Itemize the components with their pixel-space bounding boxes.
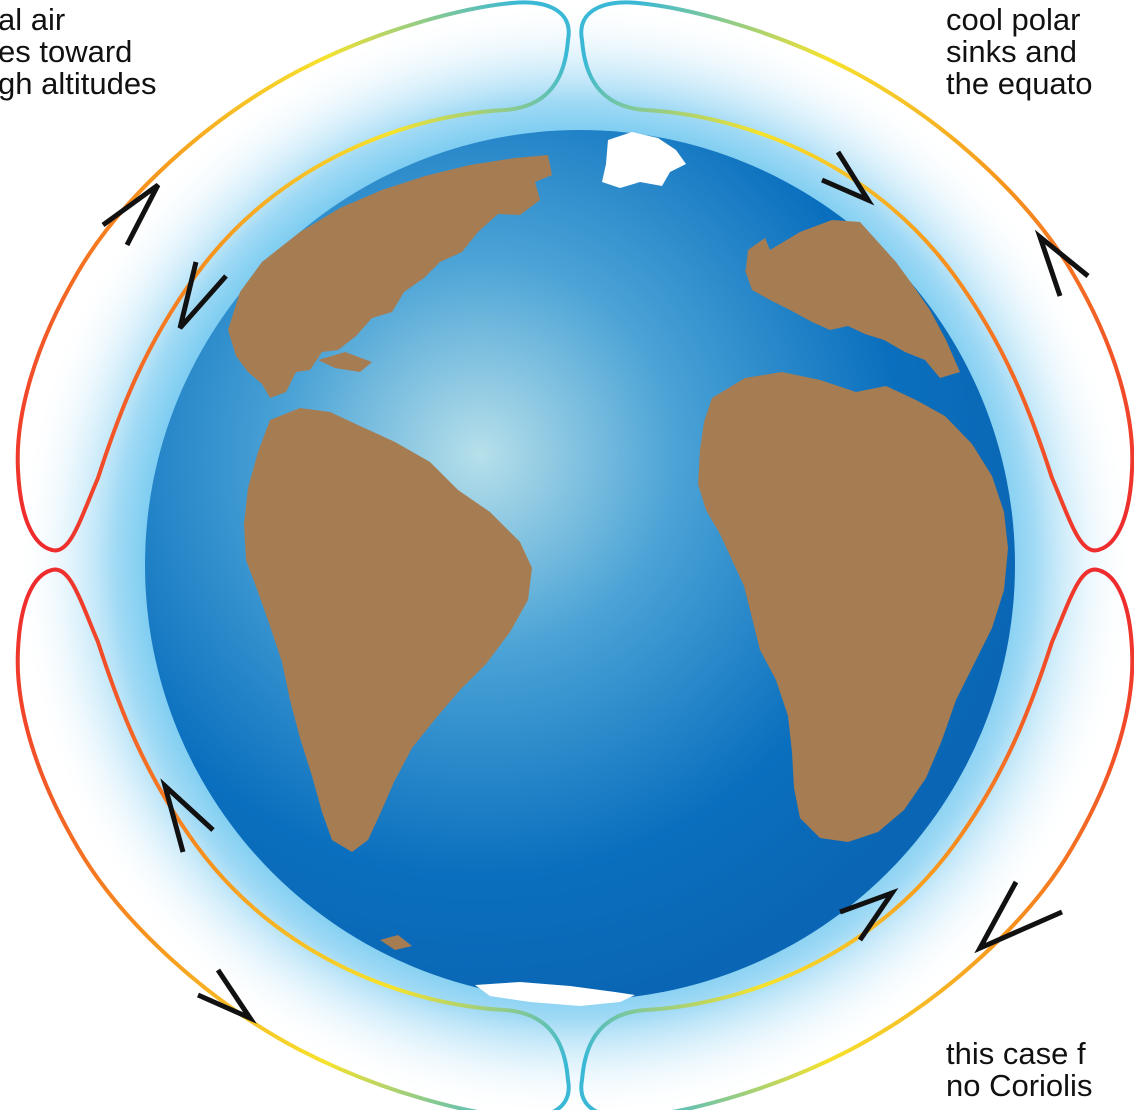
ice-greenland xyxy=(602,132,686,188)
flow-arrowhead-3 xyxy=(821,150,875,206)
land-arctic-islands xyxy=(470,185,525,210)
land-britain xyxy=(746,238,775,276)
flow-arrowhead-6 xyxy=(196,968,257,1024)
caption-line: this case f xyxy=(946,1036,1086,1071)
circulation-loops xyxy=(15,0,1134,1110)
land-falklands xyxy=(380,935,412,950)
caption-line: al air xyxy=(0,2,66,37)
flow-arrows xyxy=(101,150,1090,1024)
caption-top-left: al air es toward gh altitudes xyxy=(0,4,157,100)
ice-antarctica xyxy=(475,982,635,1006)
caption-line: no Coriolis xyxy=(946,1068,1093,1103)
caption-top-right: cool polar sinks and the equato xyxy=(946,4,1093,100)
flow-arrowhead-1 xyxy=(101,182,161,247)
caption-line: es toward xyxy=(0,34,133,69)
caption-line: the equato xyxy=(946,66,1093,101)
caption-line: sinks and xyxy=(946,34,1077,69)
caption-line: cool polar xyxy=(946,2,1081,37)
caption-bottom-right: this case f no Coriolis xyxy=(946,1038,1092,1102)
flow-arrowhead-4 xyxy=(1034,229,1090,297)
land-north-america xyxy=(228,155,552,398)
land-africa xyxy=(698,372,1008,842)
circulation-cell-loop-top-left xyxy=(15,0,571,553)
land-south-america xyxy=(244,408,532,852)
flow-arrowhead-5 xyxy=(160,778,215,853)
flow-arrowhead-7 xyxy=(839,887,899,942)
flow-arrowhead-8 xyxy=(974,880,1064,954)
circulation-cell-loop-top-right xyxy=(579,0,1134,553)
land-europe xyxy=(745,220,960,378)
land-cuba xyxy=(318,352,372,372)
caption-line: gh altitudes xyxy=(0,66,157,101)
circulation-cell-loop-bottom-left xyxy=(15,567,571,1110)
globe-icon xyxy=(145,130,1015,1006)
circulation-cell-loop-bottom-right xyxy=(579,567,1134,1110)
flow-arrowhead-2 xyxy=(177,261,228,330)
